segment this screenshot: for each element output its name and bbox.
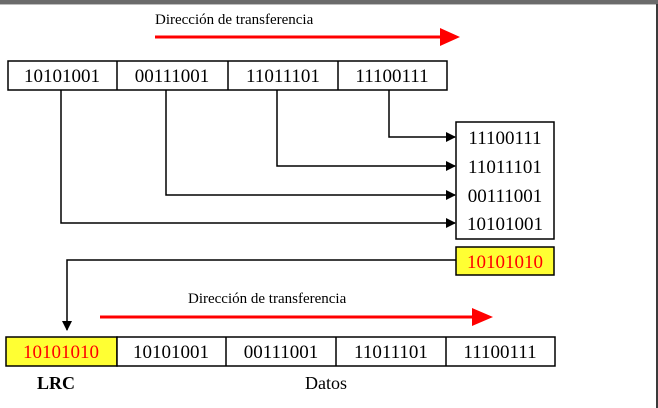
datos-label: Datos (305, 373, 347, 393)
bottom-lrc-cell: 10101010 (23, 342, 99, 363)
bottom-cell-2: 00111001 (244, 342, 319, 363)
connector-byte-1 (60, 90, 456, 228)
bottom-direction-arrow (100, 308, 493, 326)
connector-lines (60, 90, 456, 228)
bottom-cell-3: 11011101 (354, 342, 428, 363)
stack-row-1: 11100111 (468, 128, 541, 149)
bottom-row: 10101010 10101001 00111001 11011101 1110… (5, 336, 556, 367)
stack-row-4: 10101001 (467, 214, 543, 235)
stack-row-2: 11011101 (468, 157, 542, 178)
window-top-border (0, 0, 658, 5)
lrc-label: LRC (37, 373, 75, 393)
connector-byte-3 (276, 90, 456, 171)
top-direction-arrow (155, 28, 460, 46)
lrc-connector (62, 259, 456, 331)
top-data-row: 10101001 00111001 11011101 11100111 (7, 60, 448, 91)
lrc-result-value: 10101010 (467, 252, 543, 273)
top-cell-4: 11100111 (355, 66, 428, 87)
lrc-result: 10101010 (455, 246, 555, 276)
top-cell-3: 11011101 (246, 66, 320, 87)
window-right-border (656, 4, 658, 408)
bottom-direction-label: Dirección de transferencia (188, 291, 347, 307)
stack-row-3: 00111001 (468, 186, 543, 207)
top-cell-2: 00111001 (135, 66, 210, 87)
top-direction-label: Dirección de transferencia (155, 12, 314, 28)
connector-byte-2 (165, 90, 456, 200)
bottom-cell-1: 10101001 (133, 342, 209, 363)
top-cell-1: 10101001 (24, 66, 100, 87)
connector-byte-4 (388, 90, 456, 142)
bottom-cell-4: 11100111 (463, 342, 536, 363)
stacked-bytes: 11100111 11011101 00111001 10101001 (455, 121, 555, 240)
